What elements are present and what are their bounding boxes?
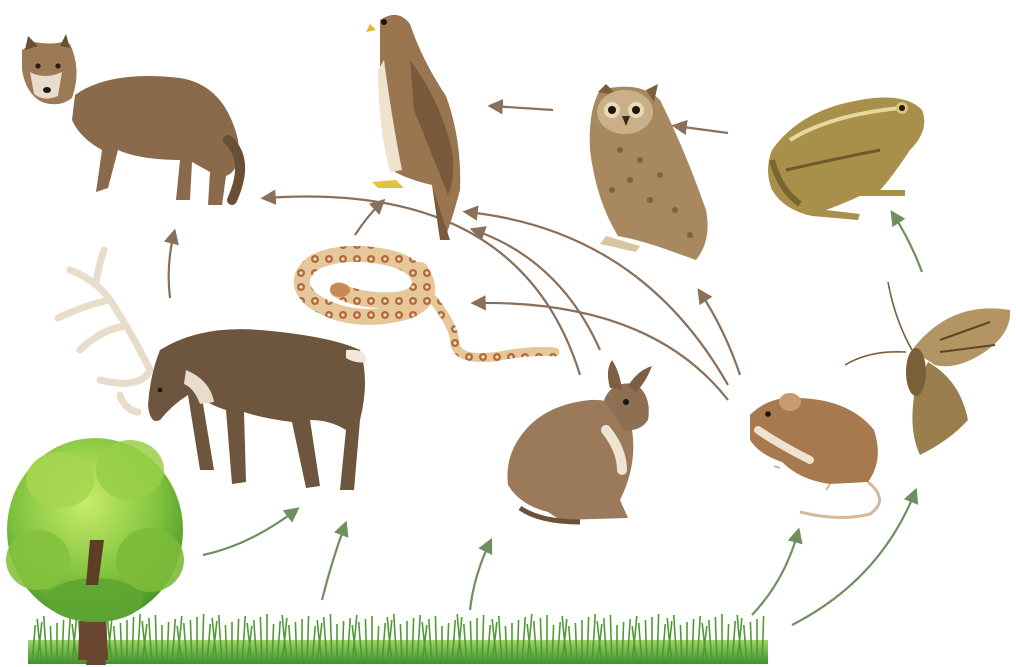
edge-mouse-to-owl <box>700 292 740 375</box>
edge-tree-to-reindeer <box>203 510 296 555</box>
edge-grass-to-reindeer <box>322 525 345 600</box>
hare-icon <box>507 360 652 522</box>
wolf-icon <box>22 34 240 205</box>
edge-grass-to-hare <box>470 542 490 610</box>
owl-icon <box>590 84 708 260</box>
edge-moth-to-frog <box>893 214 922 272</box>
edge-owl-to-hawk <box>492 106 553 110</box>
hawk-icon <box>366 15 460 240</box>
mouse-icon <box>750 393 880 518</box>
grass-icon <box>28 614 768 664</box>
snake-icon <box>302 254 555 358</box>
edge-grass-to-mouse <box>752 532 798 615</box>
edge-grass-to-moth <box>792 492 915 625</box>
tree-icon <box>6 438 184 665</box>
frog-icon <box>768 98 924 220</box>
edge-frog-to-owl <box>676 126 728 133</box>
edge-reindeer-to-wolf <box>169 233 174 298</box>
edge-snake-to-hawk <box>355 202 382 235</box>
